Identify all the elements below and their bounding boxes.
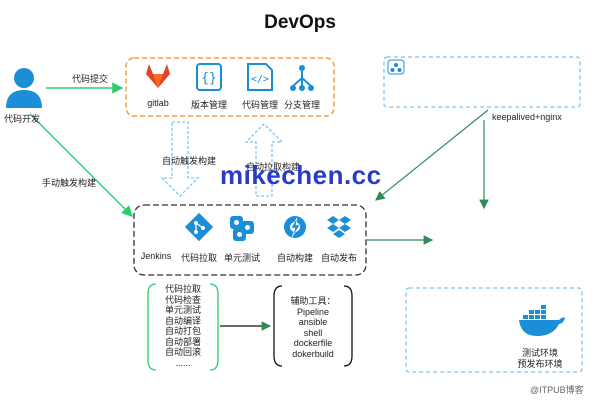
developer-label: 代码开发 xyxy=(4,114,41,124)
tools-bracket-right xyxy=(343,285,353,367)
svg-text:{}: {} xyxy=(201,71,217,86)
dropbox-icon xyxy=(327,216,351,238)
tools-list: 辅助工具： Pipeline ansible shell dockerfile … xyxy=(278,296,348,359)
auto-trigger-arrow xyxy=(160,121,200,197)
commit-label: 代码提交 xyxy=(72,74,109,84)
environment-box xyxy=(405,287,583,373)
docker-icon xyxy=(519,305,565,336)
braces-icon: {} xyxy=(196,63,222,91)
watermark-text: mikechen.cc xyxy=(220,160,382,190)
page-title: DevOps xyxy=(264,12,336,33)
git-icon xyxy=(184,212,214,242)
tools-heading: 辅助工具： xyxy=(290,296,336,306)
manual-trigger-label: 手动触发构建 xyxy=(42,178,97,188)
auto-pull-label: 自动拉取构建 xyxy=(246,162,301,172)
step-item: ...... xyxy=(175,357,191,368)
step-item: 自动回滚 xyxy=(164,347,201,357)
keepalived-to-pipeline-arrow xyxy=(375,109,489,201)
auto-pull-arrow xyxy=(244,123,284,197)
keepalived-box xyxy=(383,56,581,108)
code-management-label: 代码管理 xyxy=(241,100,278,110)
step-item: 自动编译 xyxy=(164,315,201,326)
tool-item: Pipeline xyxy=(296,306,330,317)
tool-item: ansible xyxy=(298,317,328,327)
steps-bracket-right xyxy=(209,283,219,371)
staging-env-label: 预发布环境 xyxy=(517,359,563,369)
footer-credit: @ITPUB博客 xyxy=(530,385,584,395)
tool-item: dokerbuild xyxy=(292,348,334,359)
step-item: 自动部署 xyxy=(164,336,201,347)
gitlab-icon xyxy=(146,64,170,88)
step-item: 单元测试 xyxy=(164,305,201,315)
pipeline-group-box xyxy=(133,204,367,276)
developer-person-icon xyxy=(6,68,42,108)
auto-release-label: 自动发布 xyxy=(320,253,357,263)
gitlab-label: gitlab xyxy=(147,98,169,108)
unit-test-label: 单元测试 xyxy=(223,253,260,263)
cluster-icon xyxy=(387,59,405,75)
gears-icon xyxy=(230,216,254,241)
steps-bracket xyxy=(147,283,157,371)
manual-trigger-arrow xyxy=(29,113,133,217)
tool-item: dockerfile xyxy=(293,338,333,348)
code-file-icon: </> xyxy=(247,63,273,91)
test-env-label: 测试环境 xyxy=(521,348,558,358)
pull-code-label: 代码拉取 xyxy=(180,253,217,263)
branch-management-label: 分支管理 xyxy=(283,100,320,110)
branch-icon xyxy=(290,65,314,91)
version-management-label: 版本管理 xyxy=(190,100,227,110)
steps-list: 代码拉取 代码检查 单元测试 自动编译 自动打包 自动部署 自动回滚 .....… xyxy=(150,284,216,368)
build-icon xyxy=(284,216,306,238)
tools-bracket xyxy=(273,285,283,367)
step-item: 代码检查 xyxy=(164,294,201,305)
keepalived-label: keepalived+nginx xyxy=(492,112,562,122)
step-item: 自动打包 xyxy=(164,326,201,336)
jenkins-label: Jenkins xyxy=(140,251,172,261)
step-item: 代码拉取 xyxy=(164,284,201,294)
source-group-box xyxy=(125,57,335,117)
svg-text:</>: </> xyxy=(251,74,269,85)
auto-build-label: 自动构建 xyxy=(276,253,313,263)
tool-item: shell xyxy=(303,327,323,338)
auto-trigger-label: 自动触发构建 xyxy=(162,156,217,166)
